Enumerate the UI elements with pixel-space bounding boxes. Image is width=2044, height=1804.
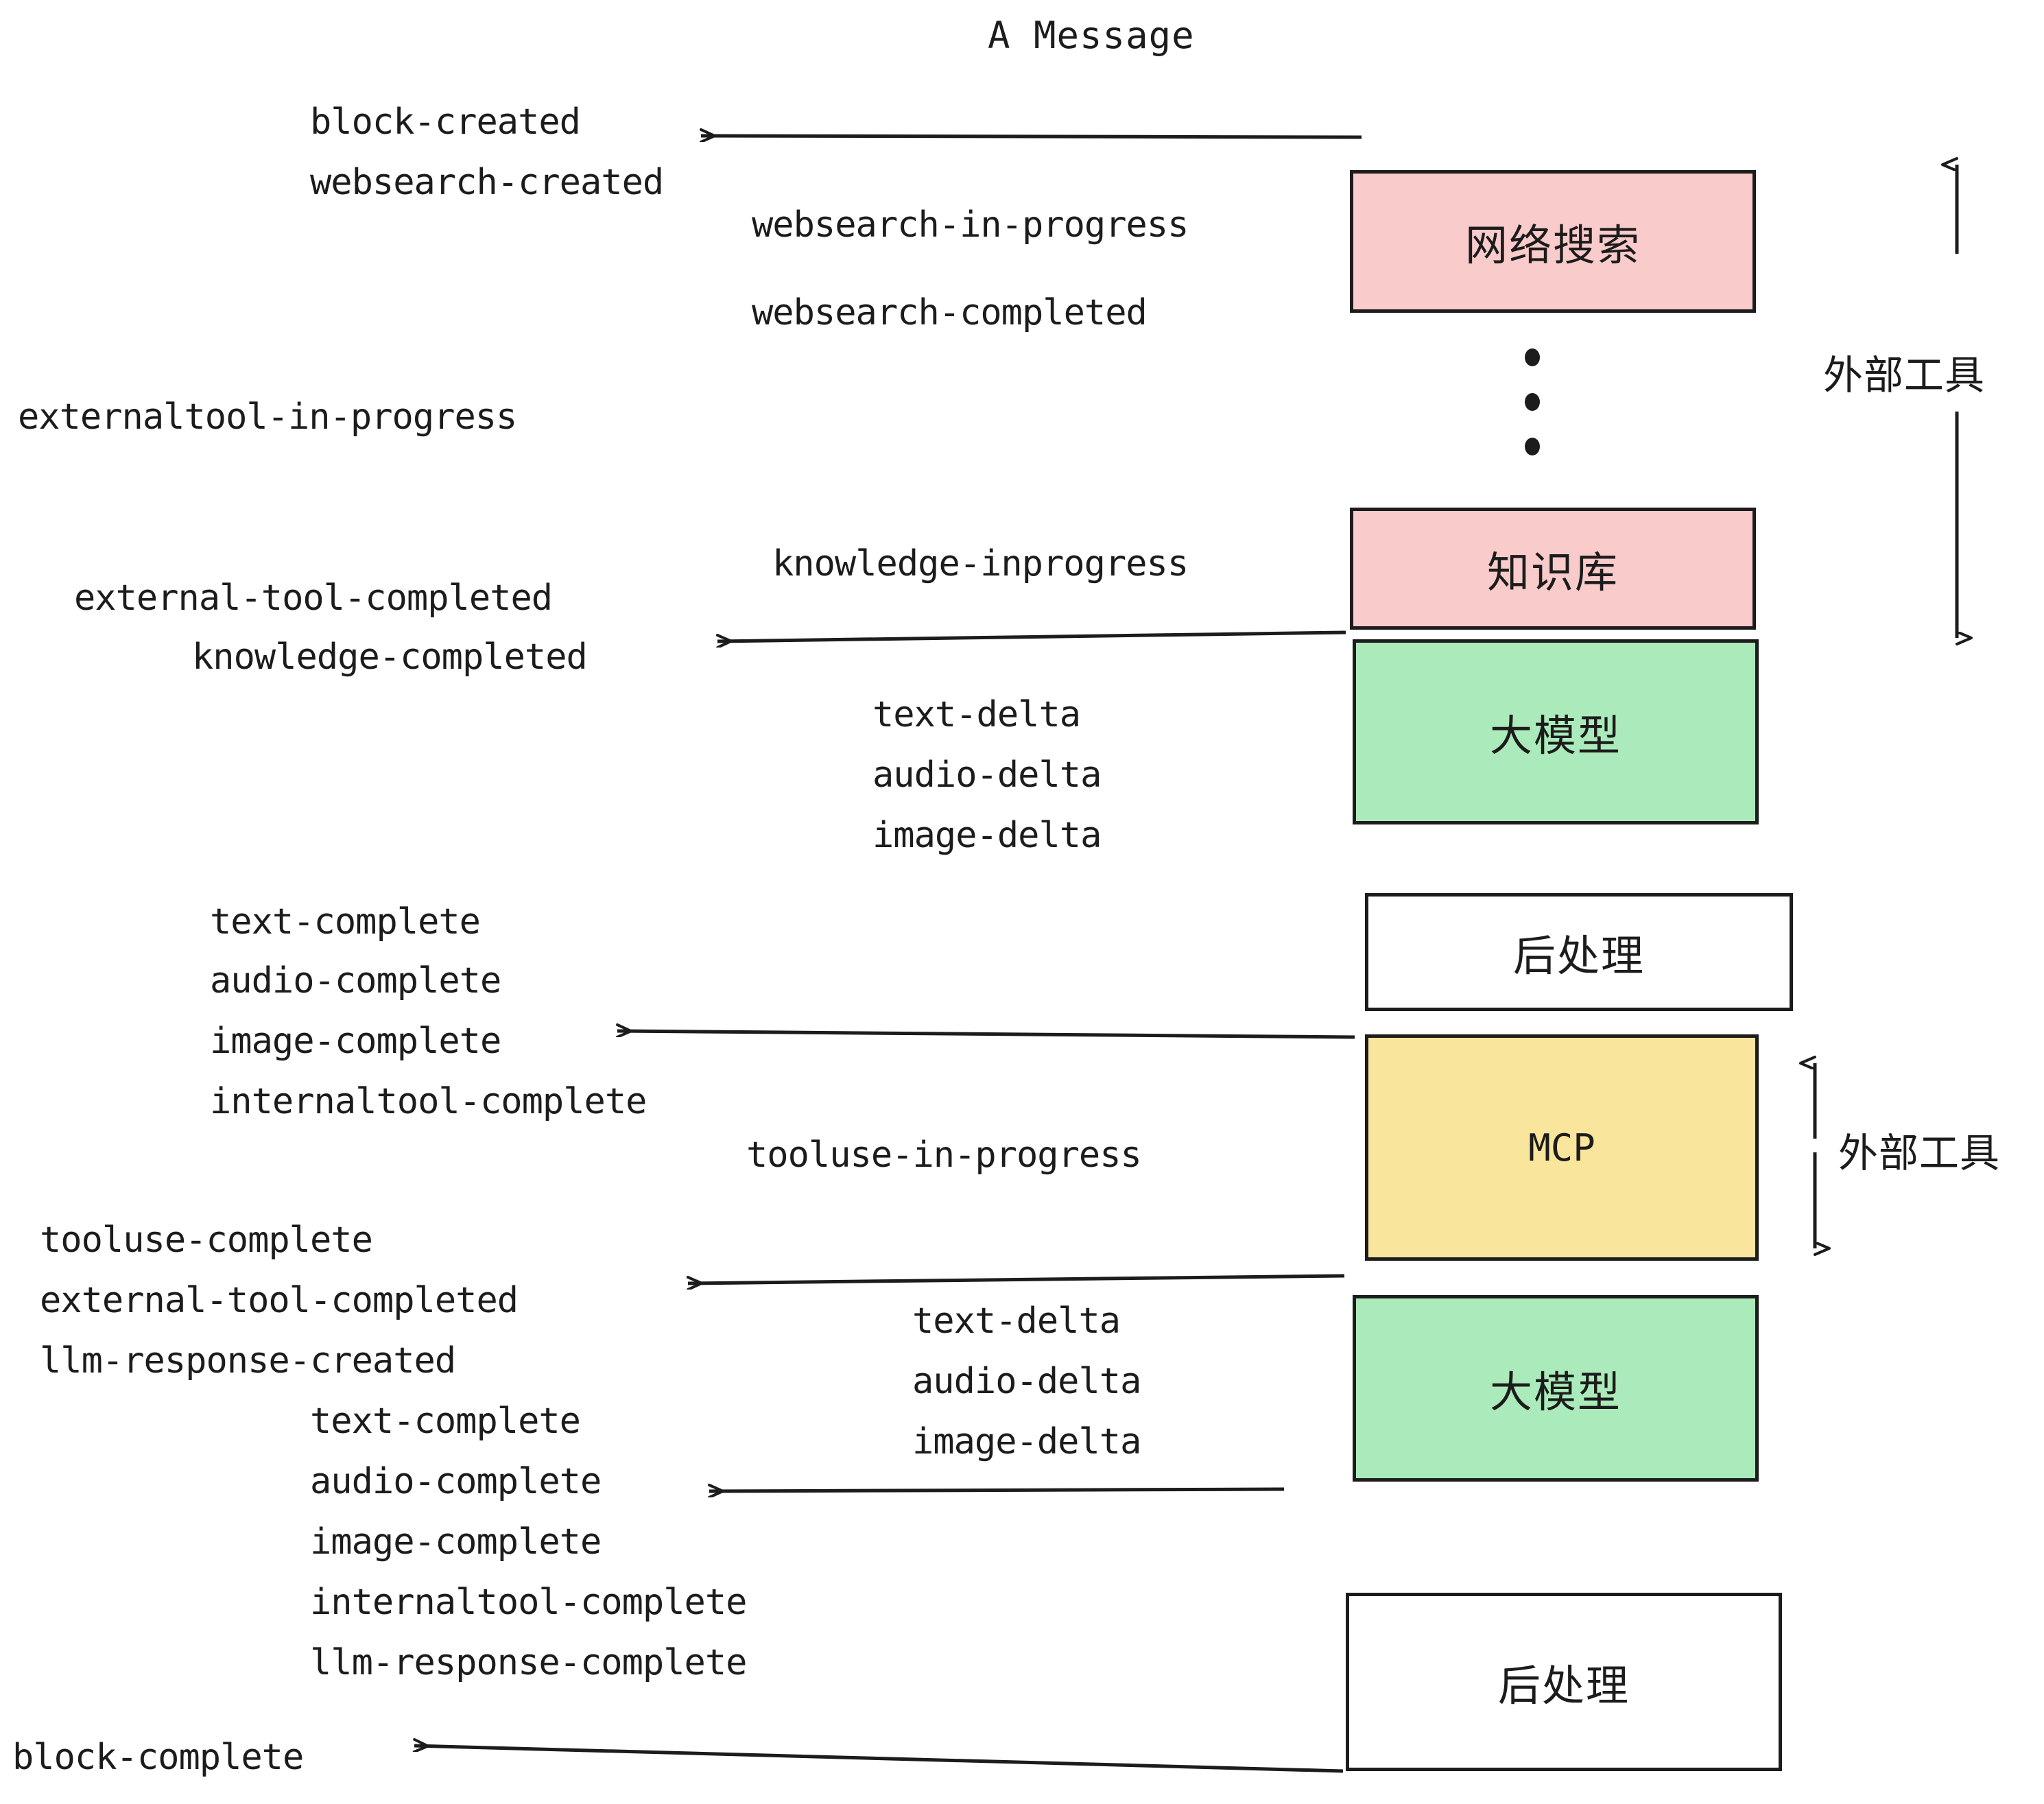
box-label-llm-1: 大模型 bbox=[1489, 711, 1621, 761]
side-label-external-tool-top: 外部工具 bbox=[1823, 352, 1986, 399]
box-label-knowledge: 知识库 bbox=[1486, 547, 1619, 597]
arrow-block-created bbox=[701, 136, 1362, 137]
ellipsis-dot-3 bbox=[1525, 438, 1540, 455]
box-mcp: MCP bbox=[1365, 1034, 1759, 1261]
side-label-external-tool-bottom: 外部工具 bbox=[1838, 1130, 2001, 1176]
event-label-audio-delta-1: audio-delta bbox=[872, 755, 1102, 796]
event-label-image-delta-1: image-delta bbox=[872, 815, 1102, 856]
event-label-externaltool-in-progress: externaltool-in-progress bbox=[18, 396, 517, 438]
event-label-image-complete-2: image-complete bbox=[310, 1521, 602, 1563]
event-label-external-tool-completed-1: external-tool-completed bbox=[74, 578, 553, 619]
box-llm-2: 大模型 bbox=[1353, 1295, 1759, 1482]
event-label-text-complete-2: text-complete bbox=[310, 1401, 581, 1442]
event-label-knowledge-completed: knowledge-completed bbox=[192, 637, 588, 678]
box-label-postprocess-2: 后处理 bbox=[1497, 1661, 1630, 1711]
event-label-websearch-created: websearch-created bbox=[310, 162, 664, 203]
event-label-text-complete-1: text-complete bbox=[210, 901, 481, 942]
event-label-internaltool-complete-2: internaltool-complete bbox=[310, 1582, 747, 1623]
box-label-mcp: MCP bbox=[1528, 1126, 1595, 1170]
event-label-tooluse-in-progress: tooluse-in-progress bbox=[746, 1135, 1142, 1176]
ellipsis-dot-2 bbox=[1525, 393, 1540, 411]
event-label-image-delta-2: image-delta bbox=[912, 1421, 1141, 1462]
box-label-llm-2: 大模型 bbox=[1489, 1367, 1621, 1417]
box-llm-1: 大模型 bbox=[1353, 639, 1759, 824]
box-label-postprocess-1: 后处理 bbox=[1512, 931, 1645, 981]
event-label-audio-complete-1: audio-complete bbox=[210, 960, 501, 1001]
event-label-text-delta-2: text-delta bbox=[912, 1301, 1121, 1342]
box-knowledge: 知识库 bbox=[1350, 508, 1756, 630]
event-label-block-created: block-created bbox=[310, 102, 581, 143]
arrow-image-complete bbox=[617, 1031, 1355, 1039]
event-label-audio-complete-2: audio-complete bbox=[310, 1461, 602, 1502]
event-label-tooluse-complete: tooluse-complete bbox=[40, 1220, 373, 1261]
event-label-audio-delta-2: audio-delta bbox=[912, 1361, 1141, 1402]
event-label-websearch-completed: websearch-completed bbox=[752, 292, 1148, 333]
event-label-internaltool-complete-1: internaltool-complete bbox=[210, 1081, 647, 1122]
page-title: A Message bbox=[988, 14, 1195, 57]
arrow-audio-complete bbox=[709, 1489, 1285, 1491]
box-postprocess-1: 后处理 bbox=[1365, 893, 1793, 1011]
event-label-block-complete: block-complete bbox=[12, 1737, 304, 1778]
ellipsis-dot-1 bbox=[1525, 348, 1540, 366]
event-label-image-complete-1: image-complete bbox=[210, 1021, 501, 1062]
box-websearch: 网络搜索 bbox=[1350, 170, 1756, 313]
arrow-tooluse-complete bbox=[688, 1274, 1345, 1283]
event-label-websearch-in-progress: websearch-in-progress bbox=[752, 204, 1189, 246]
event-label-text-delta-1: text-delta bbox=[872, 694, 1081, 735]
box-postprocess-2: 后处理 bbox=[1346, 1593, 1782, 1771]
arrow-block-complete bbox=[414, 1746, 1344, 1773]
arrow-knowledge-completed bbox=[717, 630, 1346, 641]
box-label-websearch: 网络搜索 bbox=[1464, 220, 1641, 270]
event-label-llm-response-created: llm-response-created bbox=[40, 1340, 456, 1381]
event-label-llm-response-complete: llm-response-complete bbox=[310, 1642, 747, 1683]
event-label-knowledge-inprogress: knowledge-inprogress bbox=[772, 543, 1189, 584]
event-label-external-tool-completed-2: external-tool-completed bbox=[40, 1280, 519, 1321]
